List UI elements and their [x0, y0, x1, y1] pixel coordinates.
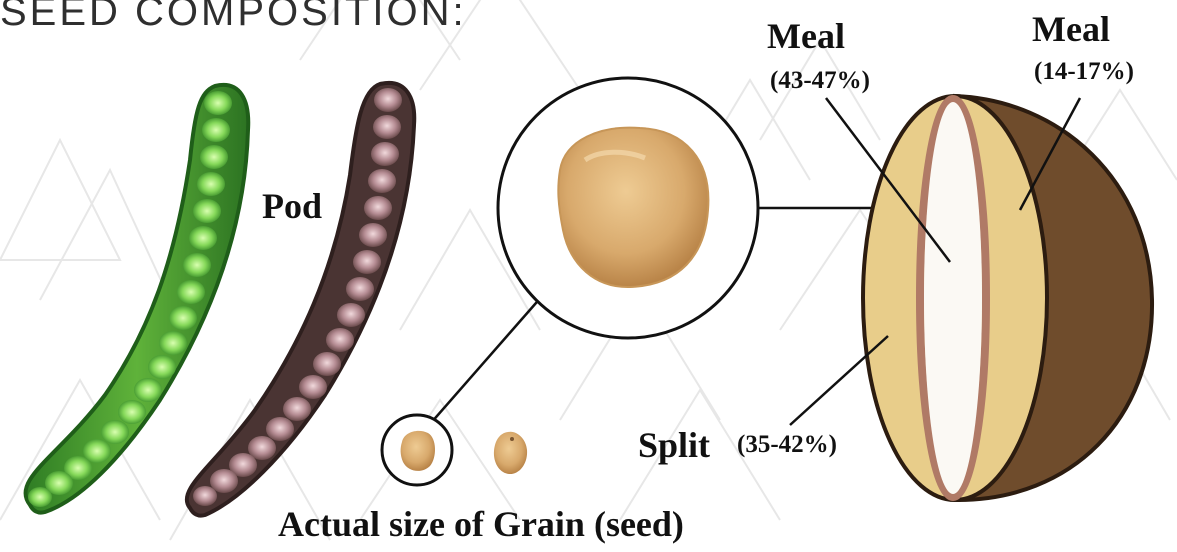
caption-actual-size: Actual size of Grain (seed): [278, 503, 684, 545]
pod-label: Pod: [262, 185, 322, 227]
actual-size-grain: [401, 431, 435, 471]
split-label: Split: [638, 424, 710, 466]
heading: SEED COMPOSITION:: [0, 0, 467, 35]
meal-inner-label: Meal: [767, 15, 845, 57]
split-percent: (35-42%): [737, 431, 837, 459]
magnified-grain-view: [430, 78, 872, 424]
meal-inner-percent: (43-47%): [770, 67, 870, 95]
green-pod: [25, 85, 248, 513]
meal-outer-percent: (14-17%): [1034, 58, 1134, 86]
meal-core: [924, 102, 982, 494]
actual-size-grains: [382, 415, 527, 485]
magnified-grain: [558, 128, 708, 287]
meal-outer-label: Meal: [1032, 8, 1110, 50]
seed-cross-section: [790, 96, 1152, 500]
